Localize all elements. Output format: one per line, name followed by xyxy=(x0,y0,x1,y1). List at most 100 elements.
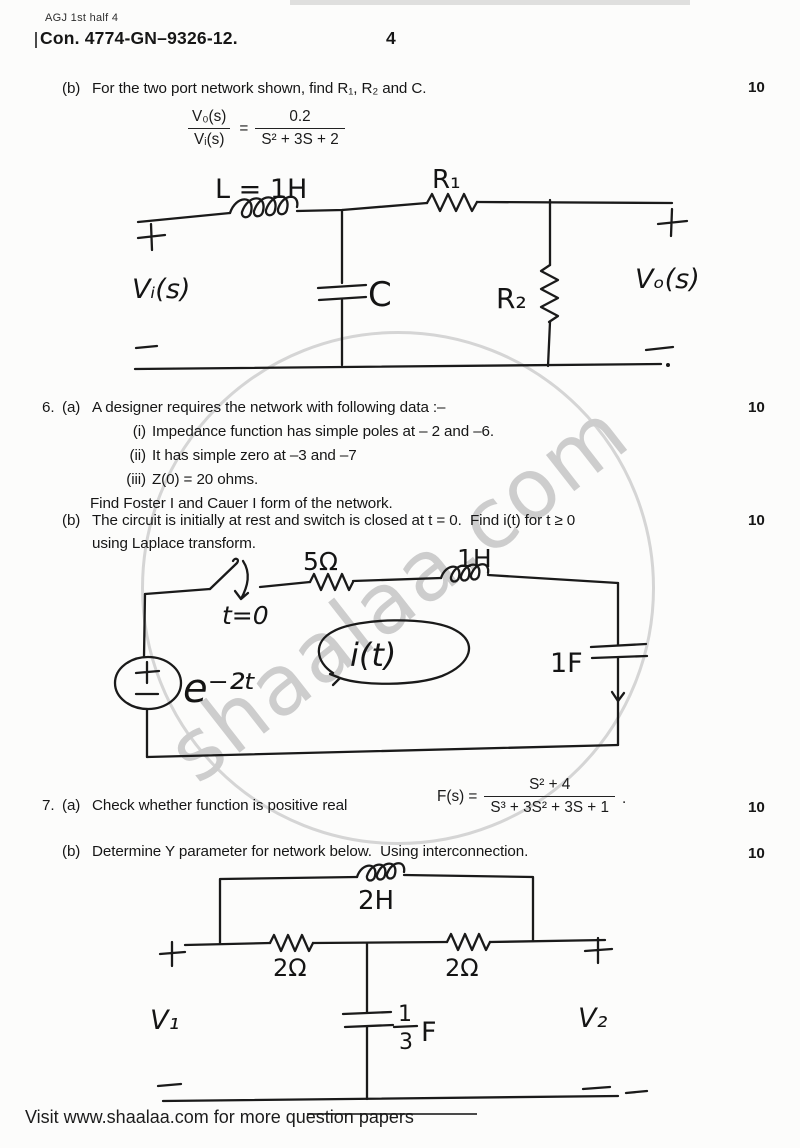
q6b-marks: 10 xyxy=(748,512,765,529)
q6a-item3-text: Z(0) = 20 ohms. xyxy=(152,471,259,488)
q5b-label: (b) xyxy=(62,80,81,97)
wire-left-vertical xyxy=(142,592,147,659)
resistor-left-value-label: 2Ω xyxy=(273,954,307,982)
q6a-item2-label: (ii) xyxy=(129,447,147,464)
capacitor-label: C xyxy=(368,275,392,315)
circuit-3-diagram: 2H 2Ω 2Ω 1 3 F V₁ V₂ xyxy=(150,862,649,1103)
connection-dot xyxy=(666,363,670,367)
resistor-r1-label: R₁ xyxy=(432,165,461,195)
q7b-text: Determine Y parameter for network below.… xyxy=(92,843,529,860)
wire-main-rail-left xyxy=(183,941,272,947)
source-value-label: e⁻²ᵗ xyxy=(183,666,257,712)
plus-sign-right xyxy=(583,936,614,965)
inductor-coil xyxy=(439,563,490,583)
plus-sign-left xyxy=(158,940,187,968)
wire-bottom-rail xyxy=(133,362,663,371)
resistor-zigzag-left xyxy=(268,933,315,953)
q6a-item1-text: Impedance function has simple poles at –… xyxy=(152,423,495,440)
bridge-wire-right xyxy=(402,873,535,943)
paper-code: Con. 4774-GN–9326-12. xyxy=(40,28,238,48)
q7a-formula-denominator: S³ + 3S² + 3S + 1 xyxy=(484,796,615,817)
resistor-branch-wire-r2 xyxy=(546,198,552,368)
capacitor-plates xyxy=(316,283,368,302)
q5b-formula: V₀(s) Vᵢ(s) = 0.2 S² + 3S + 2 xyxy=(186,108,345,149)
resistor-zigzag-right xyxy=(445,932,492,952)
switch-arrow xyxy=(233,559,250,601)
q5b-formula-lhs-numerator: V₀(s) xyxy=(192,108,227,125)
q7a-formula-fraction: S² + 4 S³ + 3S² + 3S + 1 xyxy=(484,776,615,817)
output-voltage-label: Vₒ(s) xyxy=(635,264,700,295)
minus-sign-right xyxy=(581,1085,612,1091)
current-loop xyxy=(317,619,471,685)
inductor-coil xyxy=(228,195,299,219)
plus-sign-left xyxy=(136,222,167,252)
q7a-label: (a) xyxy=(62,797,81,814)
loop-arrowhead xyxy=(328,672,342,687)
q6a-item3-label: (iii) xyxy=(126,471,146,488)
footer-note: Visit www.shaalaa.com for more question … xyxy=(25,1107,414,1127)
q7a-formula-numerator: S² + 4 xyxy=(529,776,571,793)
wire-mid-top xyxy=(351,576,443,583)
q6-number: 6. xyxy=(42,399,55,416)
input-voltage-label: Vᵢ(s) xyxy=(132,274,190,305)
wire-bottom-rail xyxy=(145,743,620,759)
circuit-1-diagram: L = 1H R₁ C R₂ Vᵢ(s) Vₒ(s) xyxy=(132,165,700,371)
current-direction-arrow xyxy=(610,690,626,703)
port2-voltage-label: V₂ xyxy=(578,1003,607,1034)
q6b-label: (b) xyxy=(62,512,81,529)
q7a-text: Check whether function is positive real xyxy=(92,797,348,814)
q5b-formula-rhs-denominator: S² + 3S + 2 xyxy=(255,128,345,149)
watermark-circle xyxy=(141,331,655,845)
wire-top-mid xyxy=(295,201,429,213)
capacitor-unit-label: F xyxy=(421,1017,437,1048)
circuit-2-diagram: t=0 e⁻²ᵗ 5Ω 1H 1F i(t) xyxy=(113,544,649,759)
resistor-zigzag-r1 xyxy=(425,192,479,213)
q5b-formula-lhs-denominator: Vᵢ(s) xyxy=(187,128,231,149)
scan-artifact-left xyxy=(35,32,37,48)
minus-sign-right xyxy=(644,345,675,352)
inductor-value-label: L = 1H xyxy=(215,174,307,205)
q6a-marks: 10 xyxy=(748,399,765,416)
q7a-formula: F(s) = S² + 4 S³ + 3S² + 3S + 1 . xyxy=(437,776,626,817)
q6b-text-line1: The circuit is initially at rest and swi… xyxy=(92,512,576,529)
q7b-marks: 10 xyxy=(748,845,765,862)
q7-number: 7. xyxy=(42,797,55,814)
page-number: 4 xyxy=(386,28,396,48)
capacitor-fraction-numerator: 1 xyxy=(398,1002,412,1027)
header-corner-note: AGJ 1st half 4 xyxy=(45,12,119,24)
q7a-marks: 10 xyxy=(748,799,765,816)
q5b-formula-equals: = xyxy=(239,119,249,137)
wire-top-left xyxy=(136,211,232,224)
scan-artifact-top xyxy=(290,0,690,5)
wire-top-left xyxy=(143,587,212,596)
inductor-value-label: 2H xyxy=(358,886,394,916)
q7b-label: (b) xyxy=(62,843,81,860)
q7a-formula-period: . xyxy=(622,790,627,807)
q5b-marks: 10 xyxy=(748,79,765,96)
q5b-formula-lhs-fraction: V₀(s) Vᵢ(s) xyxy=(186,108,232,149)
resistor-r2-label: R₂ xyxy=(496,282,527,315)
port1-voltage-label: V₁ xyxy=(150,1005,179,1036)
q5b-formula-rhs-fraction: 0.2 S² + 3S + 2 xyxy=(255,108,345,149)
wire-top-right xyxy=(486,573,620,585)
capacitor-plates xyxy=(341,1010,395,1029)
inductor-value-label: 1H xyxy=(457,544,492,573)
source-plus-sign xyxy=(134,660,161,685)
plus-sign-right xyxy=(656,207,689,238)
wire-bottom-rail xyxy=(161,1089,649,1103)
minus-sign-left xyxy=(134,344,159,350)
q6a-label: (a) xyxy=(62,399,81,416)
q5b-formula-rhs-numerator: 0.2 xyxy=(289,108,311,125)
resistor-zigzag xyxy=(308,572,355,592)
q6b-text-line2: using Laplace transform. xyxy=(92,535,256,552)
bridge-wire-left xyxy=(218,875,359,945)
q6a-text: A designer requires the network with fol… xyxy=(92,399,446,416)
minus-sign-left xyxy=(156,1082,183,1088)
wire-top-right xyxy=(475,200,674,205)
switch-time-label: t=0 xyxy=(222,601,269,630)
q6a-item2-text: It has simple zero at –3 and –7 xyxy=(152,447,357,464)
resistor-zigzag-r2 xyxy=(539,263,560,324)
q6a-closing-text: Find Foster I and Cauer I form of the ne… xyxy=(90,495,393,512)
q7a-formula-lhs: F(s) = xyxy=(437,787,478,805)
